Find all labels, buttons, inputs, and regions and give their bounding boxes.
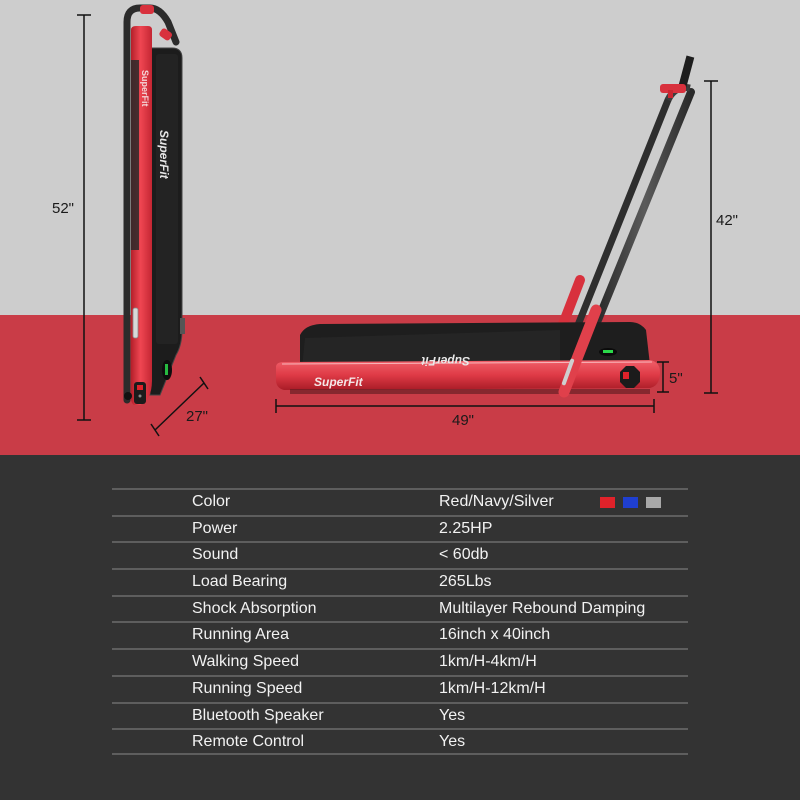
spec-label: Sound bbox=[192, 546, 239, 564]
spec-row-power: Power 2.25HP bbox=[112, 514, 688, 542]
label-handrail-height: 42" bbox=[716, 212, 739, 229]
spec-label: Walking Speed bbox=[192, 653, 300, 671]
swatch-red bbox=[600, 497, 615, 508]
color-swatches bbox=[600, 497, 661, 508]
label-deck-height: 5" bbox=[669, 370, 683, 387]
swatch-silver bbox=[646, 497, 661, 508]
spec-value: 1km/H-4km/H bbox=[439, 653, 537, 671]
dimension-length bbox=[275, 399, 655, 413]
svg-text:SuperFit: SuperFit bbox=[140, 70, 150, 107]
spec-label: Shock Absorption bbox=[192, 599, 317, 617]
label-folded-height: 52" bbox=[52, 200, 75, 217]
spec-label: Power bbox=[192, 519, 238, 537]
spec-value: < 60db bbox=[439, 546, 489, 564]
spec-value: 265Lbs bbox=[439, 573, 492, 591]
spec-value: Multilayer Rebound Damping bbox=[439, 599, 646, 617]
dimension-handrail-height bbox=[704, 80, 718, 394]
spec-label: Bluetooth Speaker bbox=[192, 706, 324, 724]
spec-value: 1km/H-12km/H bbox=[439, 679, 546, 697]
dimension-folded-height bbox=[77, 14, 91, 421]
spec-row-bluetooth-speaker: Bluetooth Speaker Yes bbox=[112, 701, 688, 729]
spec-row-sound: Sound < 60db bbox=[112, 541, 688, 568]
spec-row-running-area: Running Area 16inch x 40inch bbox=[112, 621, 688, 648]
folded-treadmill: SuperFit SuperFit bbox=[123, 4, 185, 405]
spec-row-running-speed: Running Speed 1km/H-12km/H bbox=[112, 674, 688, 702]
spec-value: Red/Navy/Silver bbox=[439, 493, 554, 510]
spec-value: Yes bbox=[439, 733, 466, 751]
label-folded-depth: 27" bbox=[186, 408, 209, 425]
label-length: 49" bbox=[452, 412, 475, 429]
svg-text:SuperFit: SuperFit bbox=[420, 354, 470, 368]
swatch-navy bbox=[623, 497, 638, 508]
spec-row-walking-speed: Walking Speed 1km/H-4km/H bbox=[112, 648, 688, 675]
treadmill-illustration: SuperFit SuperFit bbox=[77, 4, 718, 437]
spec-label: Color bbox=[192, 493, 231, 510]
spec-label: Running Area bbox=[192, 626, 289, 644]
spec-row-remote-control: Remote Control Yes bbox=[112, 728, 688, 755]
spec-panel-background bbox=[0, 455, 800, 800]
spec-row-load-bearing: Load Bearing 265Lbs bbox=[112, 568, 688, 595]
spec-table: Color Red/Navy/Silver Power 2.25HP Sound… bbox=[112, 488, 688, 755]
unfolded-treadmill: SuperFit SuperFit bbox=[276, 55, 695, 398]
svg-text:SuperFit: SuperFit bbox=[314, 375, 364, 389]
spec-value: 16inch x 40inch bbox=[439, 626, 551, 644]
spec-label: Running Speed bbox=[192, 679, 303, 697]
spec-row-color: Color Red/Navy/Silver bbox=[112, 488, 688, 515]
spec-label: Load Bearing bbox=[192, 573, 288, 591]
spec-value: 2.25HP bbox=[439, 519, 493, 537]
dimension-deck-height bbox=[657, 361, 669, 393]
spec-label: Remote Control bbox=[192, 733, 305, 751]
dimension-folded-depth bbox=[150, 376, 209, 437]
spec-value: Yes bbox=[439, 706, 466, 724]
svg-text:SuperFit: SuperFit bbox=[157, 130, 171, 180]
spec-row-shock-absorption: Shock Absorption Multilayer Rebound Damp… bbox=[112, 594, 688, 622]
